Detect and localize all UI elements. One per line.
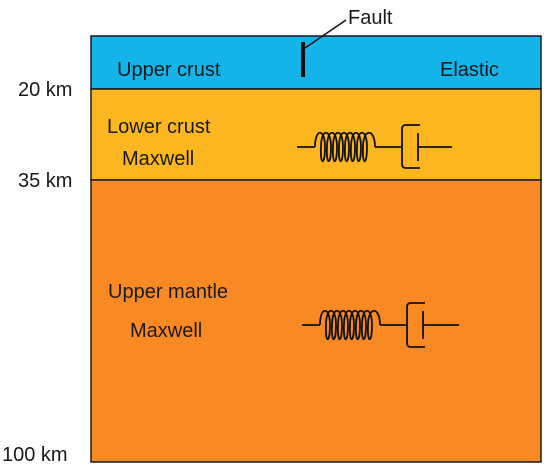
upper-mantle-layer: [90, 179, 542, 463]
spring-icon: [297, 131, 395, 163]
upper-crust-label: Upper crust: [117, 59, 221, 81]
dashpot-icon: [395, 124, 452, 169]
depth-label-100km: 100 km: [2, 444, 68, 466]
depth-label-35km: 35 km: [18, 170, 72, 192]
lower-crust-maxwell-label: Maxwell: [122, 148, 194, 170]
maxwell-element-upper-mantle: [302, 302, 459, 348]
depth-label-20km: 20 km: [18, 79, 72, 101]
maxwell-element-lower-crust: [297, 124, 452, 169]
upper-mantle-label: Upper mantle: [108, 281, 228, 303]
lower-crust-label: Lower crust: [107, 116, 211, 138]
upper-crust-layer: [90, 35, 542, 90]
spring-icon: [302, 309, 400, 341]
upper-mantle-maxwell-label: Maxwell: [130, 320, 202, 342]
elastic-label: Elastic: [440, 59, 499, 81]
fault-label: Fault: [348, 7, 393, 29]
lower-crust-layer: [90, 88, 542, 181]
dashpot-icon: [400, 302, 459, 348]
fault-leader-line: [304, 19, 347, 49]
